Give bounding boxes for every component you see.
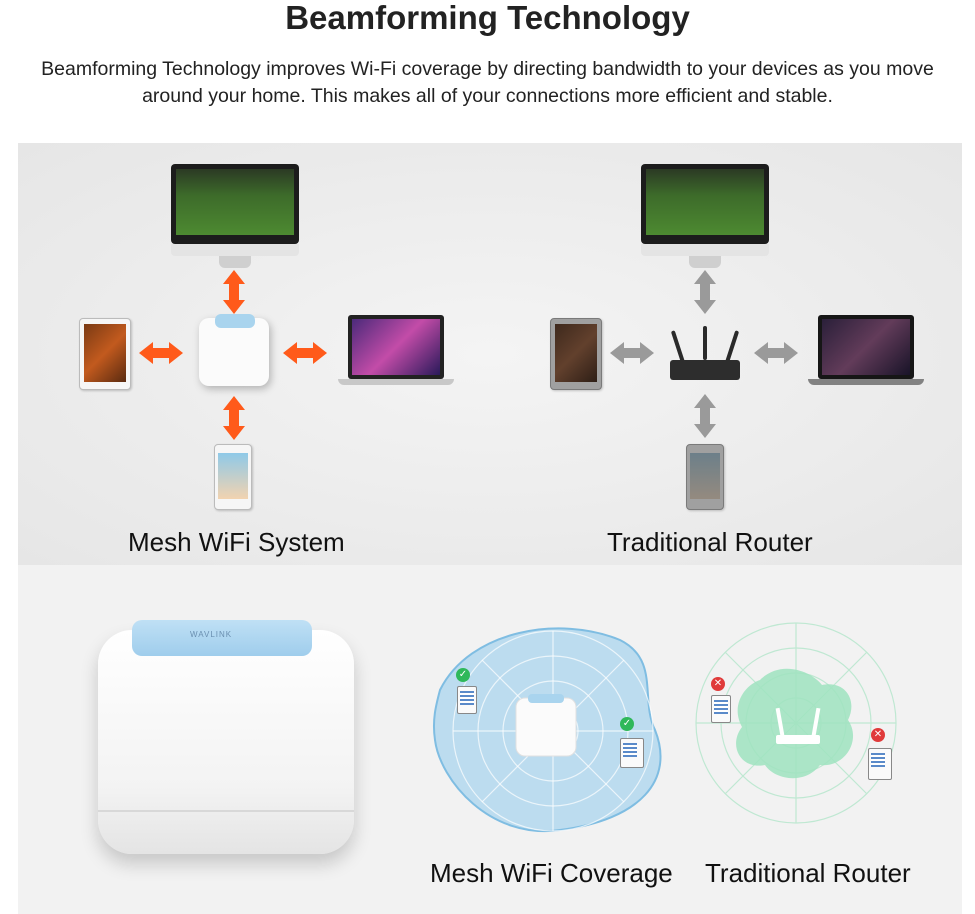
mesh-device-icon	[457, 686, 477, 714]
mesh-device-icon	[620, 738, 644, 768]
page-description: Beamforming Technology improves Wi-Fi co…	[41, 58, 934, 107]
mesh-monitor-device	[171, 164, 299, 268]
router-coverage-graphic	[695, 622, 897, 824]
mesh-tablet-device	[79, 318, 131, 390]
router-laptop-device	[808, 315, 924, 387]
router-device-icon	[868, 748, 892, 780]
router-monitor-device	[641, 164, 769, 268]
router-icon	[670, 326, 740, 382]
page-title: Beamforming Technology	[285, 0, 690, 36]
mesh-node-product-image: WAVLINK	[80, 620, 370, 860]
router-coverage-caption: Traditional Router	[705, 858, 911, 888]
mesh-node-icon	[199, 314, 269, 386]
router-device-icon	[711, 695, 731, 723]
mesh-system-caption: Mesh WiFi System	[128, 527, 345, 557]
mesh-coverage-caption: Mesh WiFi Coverage	[430, 858, 673, 888]
check-icon: ✓	[620, 717, 634, 731]
traditional-router-caption: Traditional Router	[607, 527, 813, 557]
mesh-phone-device	[214, 444, 252, 510]
check-icon: ✓	[456, 668, 470, 682]
cross-icon: ✕	[711, 677, 725, 691]
router-tablet-device	[550, 318, 602, 390]
mesh-laptop-device	[338, 315, 454, 387]
mesh-coverage-graphic	[432, 627, 662, 833]
router-phone-device	[686, 444, 724, 510]
brand-label: WAVLINK	[190, 630, 233, 639]
cross-icon: ✕	[871, 728, 885, 742]
